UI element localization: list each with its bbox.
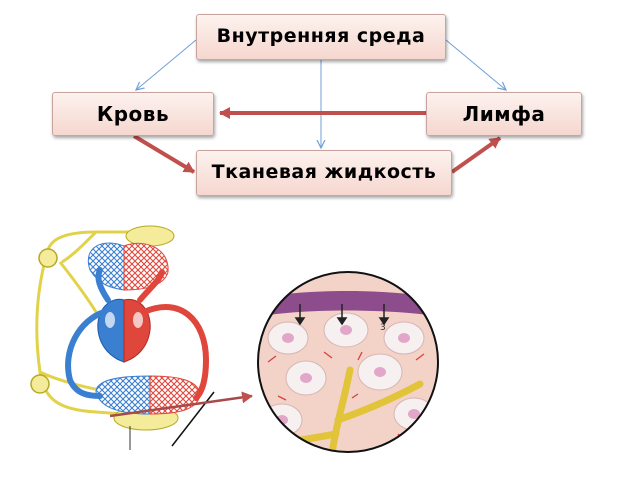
flow-arrows-down bbox=[294, 304, 390, 326]
node-lymph: Лимфа bbox=[426, 92, 582, 136]
arrow-internal-to-lymph bbox=[445, 39, 506, 90]
arrow-blood-to-tissue bbox=[132, 134, 196, 174]
node-tissue-fluid: Тканевая жидкость bbox=[196, 150, 452, 196]
lymph-nodes bbox=[30, 248, 58, 394]
node-internal-environment: Внутренняя среда bbox=[196, 14, 446, 60]
veins bbox=[65, 267, 111, 399]
arteries bbox=[137, 269, 210, 401]
pointer-lines bbox=[109, 391, 253, 450]
heart bbox=[97, 298, 151, 363]
node-blood: Кровь bbox=[52, 92, 214, 136]
arrow-internal-to-blood bbox=[136, 39, 197, 90]
tissue-magnification: 3 bbox=[257, 271, 439, 453]
arrow-tissue-to-lymph bbox=[450, 136, 502, 174]
tissue-marker-label: 3 bbox=[380, 323, 386, 333]
body-capillaries bbox=[95, 375, 201, 415]
